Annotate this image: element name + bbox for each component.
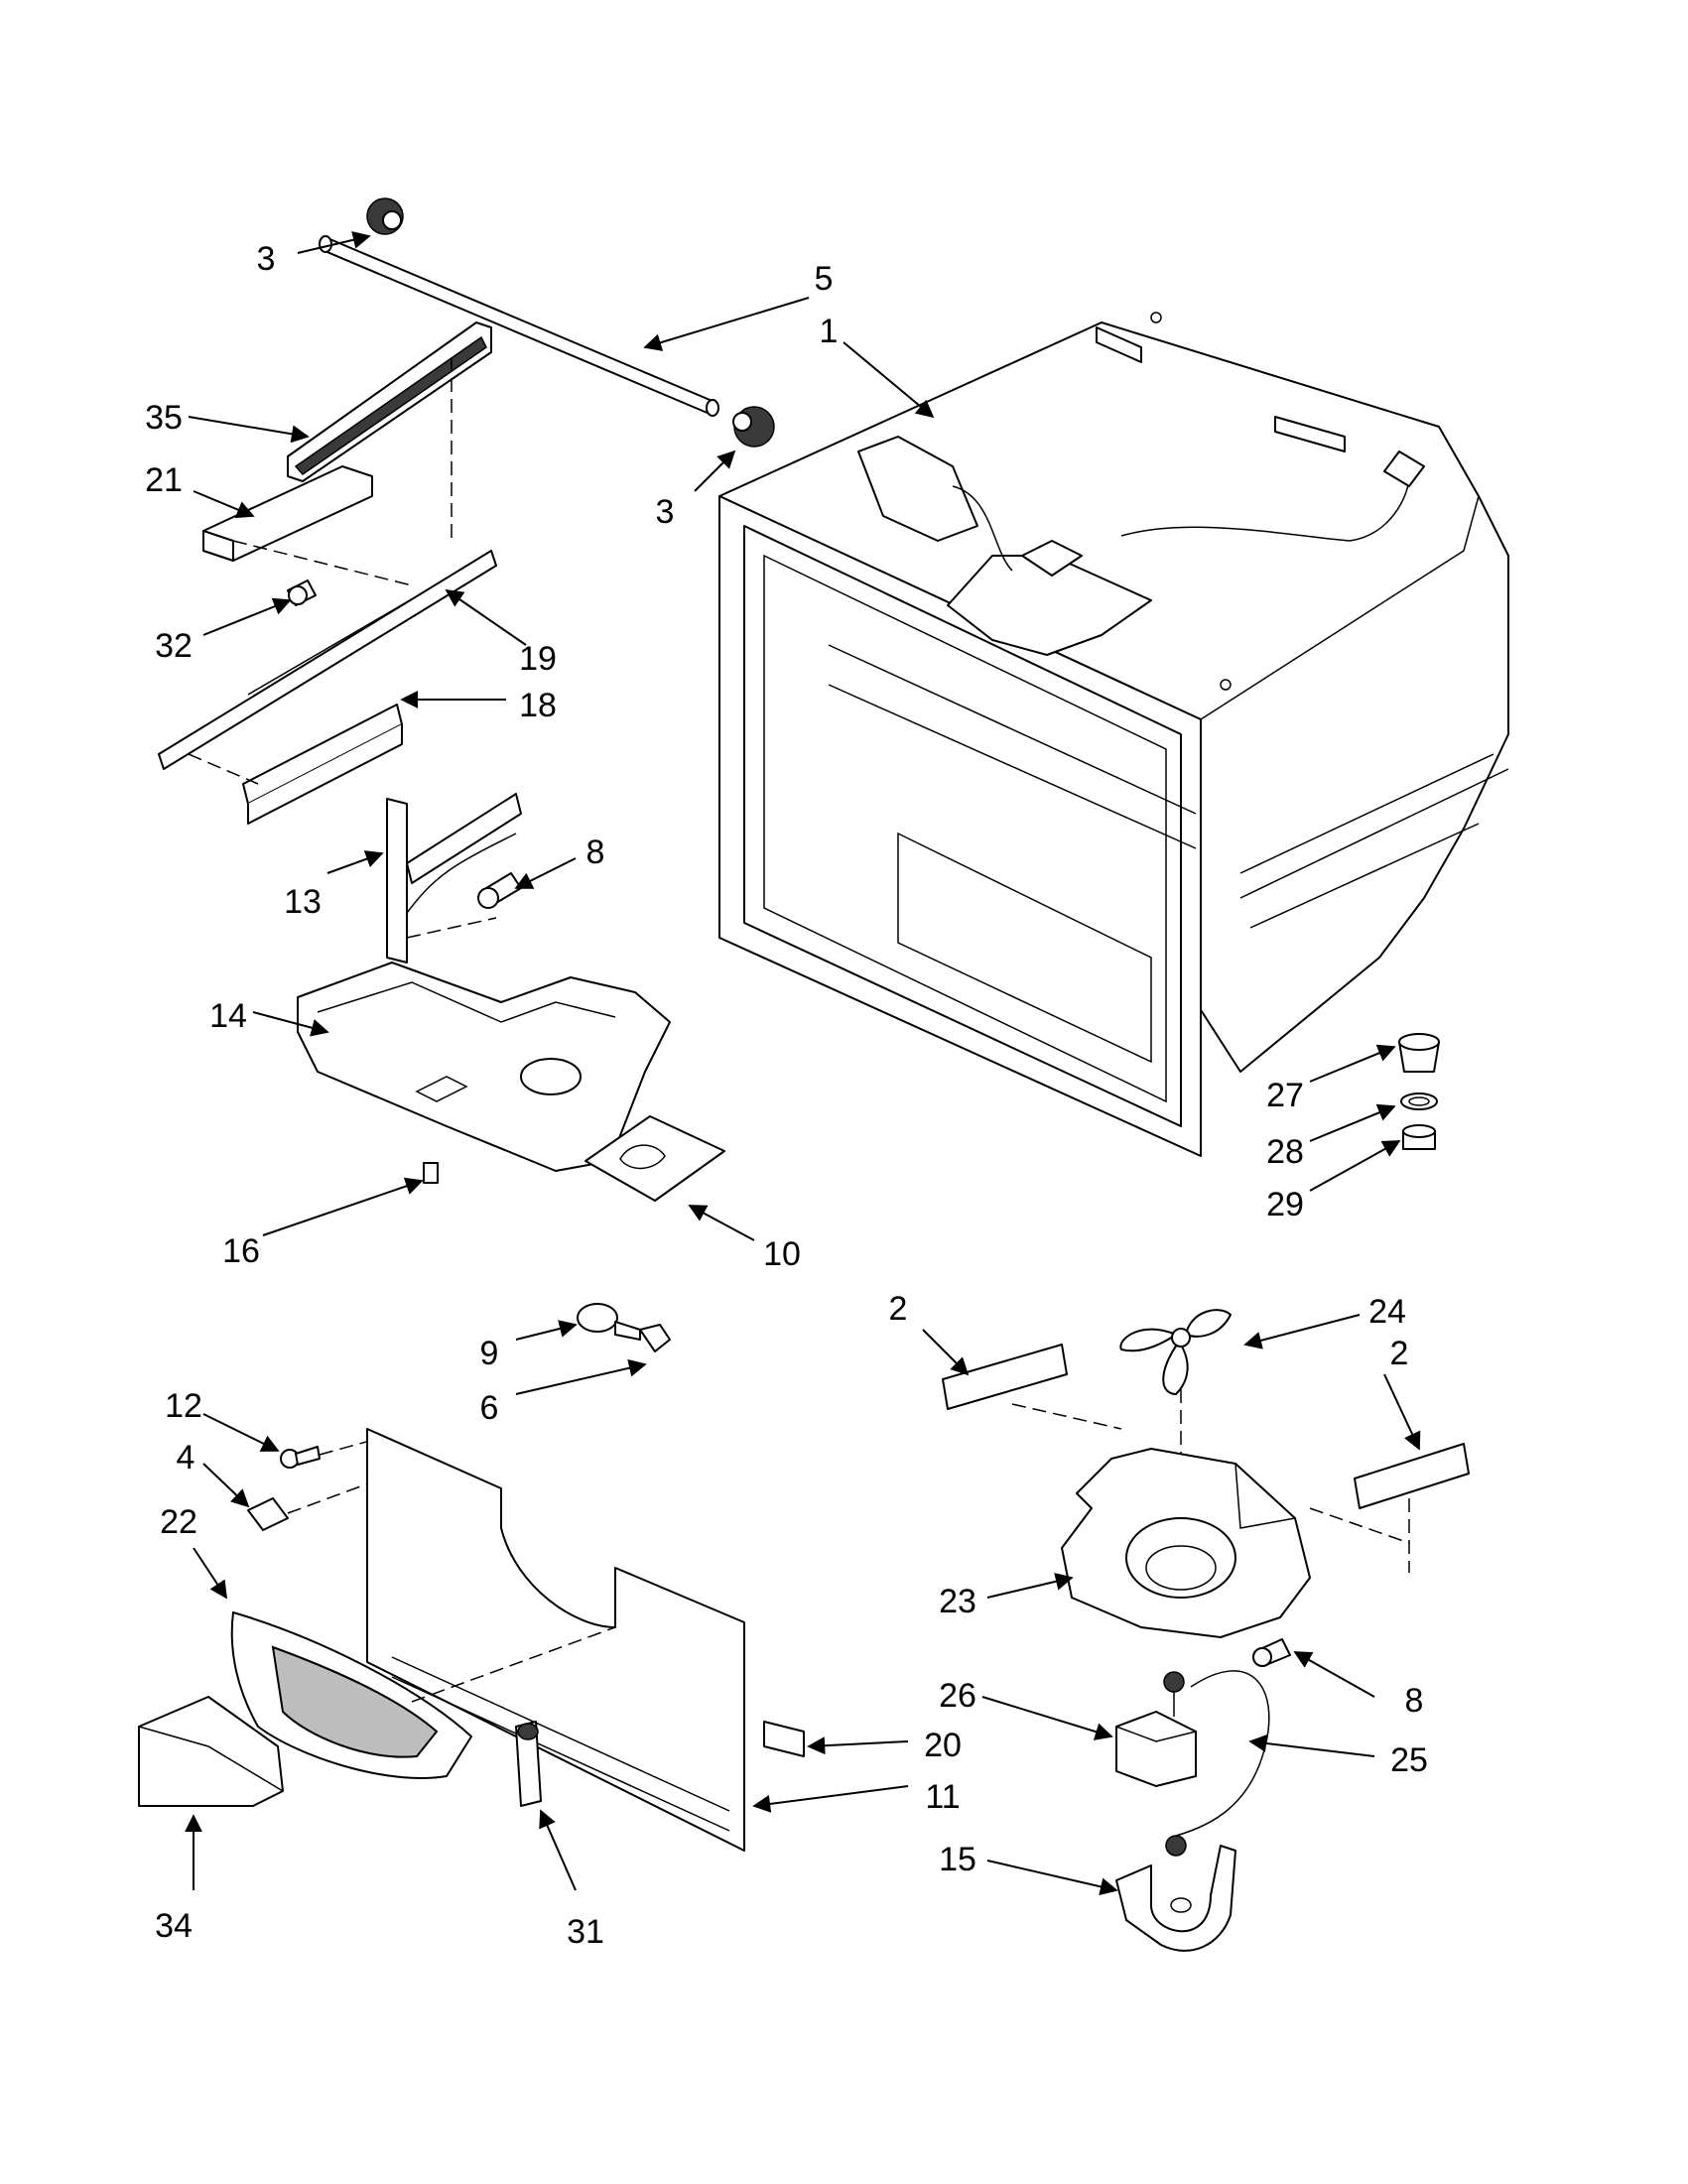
callout-11: 11 — [925, 1778, 960, 1816]
part-22-grille — [230, 1611, 616, 1779]
callout-5: 5 — [815, 260, 834, 298]
callout-labels: 3 5 1 3 35 21 32 19 18 13 8 14 16 10 9 6… — [145, 240, 1428, 1951]
part-20-foam-strip — [763, 1721, 805, 1757]
part-11-rear-panel — [366, 1428, 745, 1852]
part-13-bracket — [386, 793, 522, 964]
callout-3-top: 3 — [257, 240, 276, 278]
callout-10: 10 — [763, 1235, 801, 1273]
callout-19: 19 — [519, 640, 557, 678]
part-29-drain-plug — [1402, 1124, 1436, 1150]
part-32-screw — [287, 579, 317, 606]
part-35-slide-rail — [287, 321, 492, 541]
callout-20: 20 — [924, 1727, 962, 1764]
callout-2-right: 2 — [1390, 1335, 1409, 1372]
leader-lines — [185, 230, 1421, 1896]
part-14-pan-housing — [297, 962, 671, 1172]
callout-35: 35 — [145, 399, 183, 437]
part-21-rail-bracket — [202, 465, 413, 586]
part-23-fan-shroud — [1061, 1448, 1311, 1638]
part-16-clip — [423, 1162, 439, 1184]
callout-24: 24 — [1368, 1293, 1406, 1331]
callout-29: 29 — [1266, 1186, 1304, 1223]
callout-34: 34 — [155, 1907, 193, 1945]
part-9-light-bulb — [577, 1303, 641, 1341]
callout-8-upper: 8 — [586, 834, 605, 871]
callout-15: 15 — [939, 1841, 976, 1878]
callout-26: 26 — [939, 1677, 976, 1715]
part-15-motor-bracket — [1115, 1835, 1236, 1952]
part-19-slide — [158, 550, 497, 770]
callout-3-bottom: 3 — [656, 493, 675, 531]
callout-12: 12 — [165, 1387, 202, 1425]
part-8-screw-lower — [1252, 1638, 1291, 1667]
callout-6: 6 — [480, 1389, 499, 1427]
callout-9: 9 — [480, 1335, 499, 1372]
callout-32: 32 — [155, 627, 193, 665]
callout-1: 1 — [820, 313, 839, 350]
callout-31: 31 — [567, 1913, 604, 1951]
part-5-rod — [319, 235, 719, 417]
part-31-pin — [515, 1721, 542, 1807]
part-3-gear-top — [366, 197, 404, 235]
callout-21: 21 — [145, 461, 183, 499]
part-12-screw — [280, 1438, 378, 1469]
callout-8-lower: 8 — [1405, 1682, 1424, 1720]
part-24-fan-blade — [1119, 1309, 1232, 1533]
part-4-switch — [247, 1477, 383, 1531]
callout-27: 27 — [1266, 1077, 1304, 1114]
part-27-drain-funnel — [1398, 1033, 1440, 1073]
part-2-foam-pad-right — [1309, 1443, 1470, 1573]
callout-13: 13 — [284, 883, 322, 921]
callout-22: 22 — [160, 1503, 197, 1541]
part-26-fan-motor — [1115, 1671, 1197, 1787]
part-1-freezer-liner — [718, 312, 1509, 1157]
callout-23: 23 — [939, 1583, 976, 1620]
part-6-light-socket — [639, 1324, 671, 1352]
part-34-cover — [138, 1696, 284, 1807]
part-8-screw-upper — [477, 872, 522, 909]
part-3-gear-bottom — [732, 406, 775, 448]
part-10-gasket-sheet — [584, 1115, 725, 1202]
callout-16: 16 — [222, 1232, 260, 1270]
callout-14: 14 — [209, 997, 247, 1035]
callout-2-left: 2 — [889, 1290, 908, 1328]
part-2-foam-pad-left — [942, 1344, 1122, 1430]
part-28-o-ring — [1400, 1092, 1438, 1110]
callout-4: 4 — [177, 1439, 195, 1477]
callout-18: 18 — [519, 687, 557, 724]
callout-28: 28 — [1266, 1133, 1304, 1171]
part-18-slide-channel — [188, 704, 403, 825]
callout-25: 25 — [1390, 1741, 1428, 1779]
